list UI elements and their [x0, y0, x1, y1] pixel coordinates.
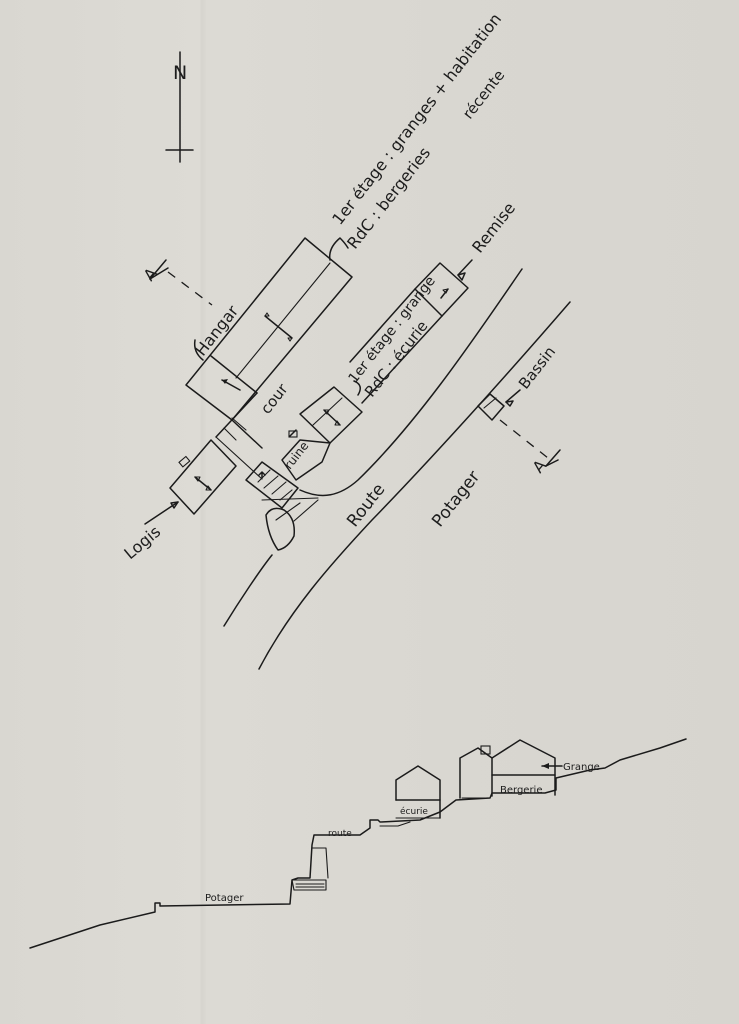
- section-potager-label: Potager: [205, 893, 244, 904]
- upper-floor-label: 1er étage : granges + habitation: [328, 9, 505, 228]
- section-label-lower: A: [529, 456, 551, 477]
- entrance-structures: [245, 461, 319, 551]
- hangar-label: Hangar: [191, 301, 242, 359]
- upper-floor-label-cont: récente: [459, 66, 508, 122]
- potager-area: Potager Bassin: [428, 343, 559, 531]
- section-grange-label: Grange: [563, 762, 600, 773]
- section-bergerie-label: Bergerie: [500, 785, 543, 796]
- section-mark-upper: A: [140, 259, 213, 306]
- upper-building: [185, 237, 353, 421]
- section-route-label: route: [328, 829, 352, 839]
- route-label: Route: [343, 480, 389, 531]
- north-arrow: N: [165, 51, 194, 163]
- section-drawing: écurie Bergerie Grange route Potager: [29, 738, 687, 949]
- section-mark-lower: A: [499, 419, 561, 477]
- remise-label: Remise: [468, 199, 519, 257]
- section-label-upper: A: [140, 264, 162, 285]
- remise-building: Remise: [414, 199, 519, 317]
- bassin-label: Bassin: [515, 343, 559, 393]
- cour-label: cour: [257, 380, 292, 418]
- middle-building: ruine 1er étage : grange RdC : écurie: [281, 273, 439, 481]
- upper-building-labels: 1er étage : granges + habitation récente…: [328, 9, 508, 261]
- hangar-label-group: Hangar: [191, 301, 242, 361]
- north-label: N: [173, 62, 187, 84]
- section-ecurie-label: écurie: [400, 806, 428, 817]
- potager-label: Potager: [428, 467, 484, 531]
- logis-label: Logis: [120, 522, 164, 563]
- logis-building: Logis: [120, 439, 237, 563]
